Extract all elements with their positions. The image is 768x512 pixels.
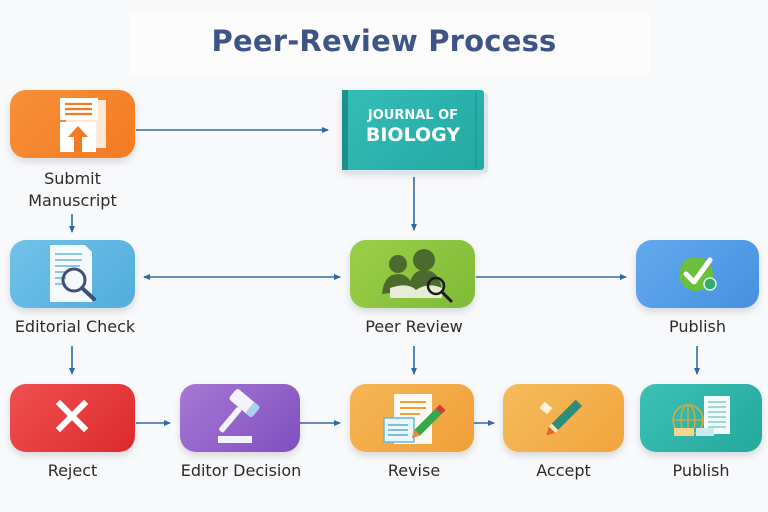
- editor-decision-label: Editor Decision: [180, 461, 302, 480]
- editorial-check-label: Editorial Check: [14, 317, 136, 336]
- gavel-icon: [218, 389, 260, 443]
- reject-node[interactable]: [10, 384, 135, 452]
- journal-title-line2: BIOLOGY: [365, 124, 461, 146]
- publish-bottom-label: Publish: [672, 461, 730, 480]
- title-background: [130, 14, 650, 74]
- accept-label: Accept: [536, 461, 591, 480]
- editorial-check-node[interactable]: [10, 240, 135, 308]
- checkmark-badge-icon: [679, 257, 717, 291]
- peer-review-label: Peer Review: [365, 317, 463, 336]
- journal-title-line1: JOURNAL OF: [367, 108, 459, 123]
- submit-manuscript-label: Submit Manuscript: [0, 168, 145, 212]
- revise-label: Revise: [387, 461, 441, 480]
- reject-label: Reject: [47, 461, 98, 480]
- accept-node[interactable]: [503, 384, 624, 452]
- pencil-icon: [539, 399, 583, 436]
- publish-top-node[interactable]: [636, 240, 759, 308]
- revise-node[interactable]: [350, 384, 474, 452]
- journal-book-icon: [342, 90, 477, 170]
- editor-decision-node[interactable]: [180, 384, 300, 452]
- globe-documents-icon: [672, 396, 730, 436]
- upload-document-icon: [60, 98, 106, 152]
- document-pencil-icon: [383, 394, 446, 444]
- x-mark-icon: [55, 399, 89, 433]
- publish-top-label: Publish: [668, 317, 727, 336]
- submit-manuscript-node[interactable]: [10, 90, 135, 158]
- peer-review-node[interactable]: [350, 240, 475, 308]
- diagram-title: Peer-Review Process: [211, 24, 557, 58]
- publish-bottom-node[interactable]: [640, 384, 762, 452]
- reviewers-magnifier-icon: [382, 249, 453, 303]
- submit-label-line2: Manuscript: [28, 191, 117, 210]
- journal-of-biology-node[interactable]: JOURNAL OF BIOLOGY: [342, 90, 484, 170]
- document-search-icon: [50, 245, 96, 302]
- submit-label-line1: Submit: [44, 169, 101, 188]
